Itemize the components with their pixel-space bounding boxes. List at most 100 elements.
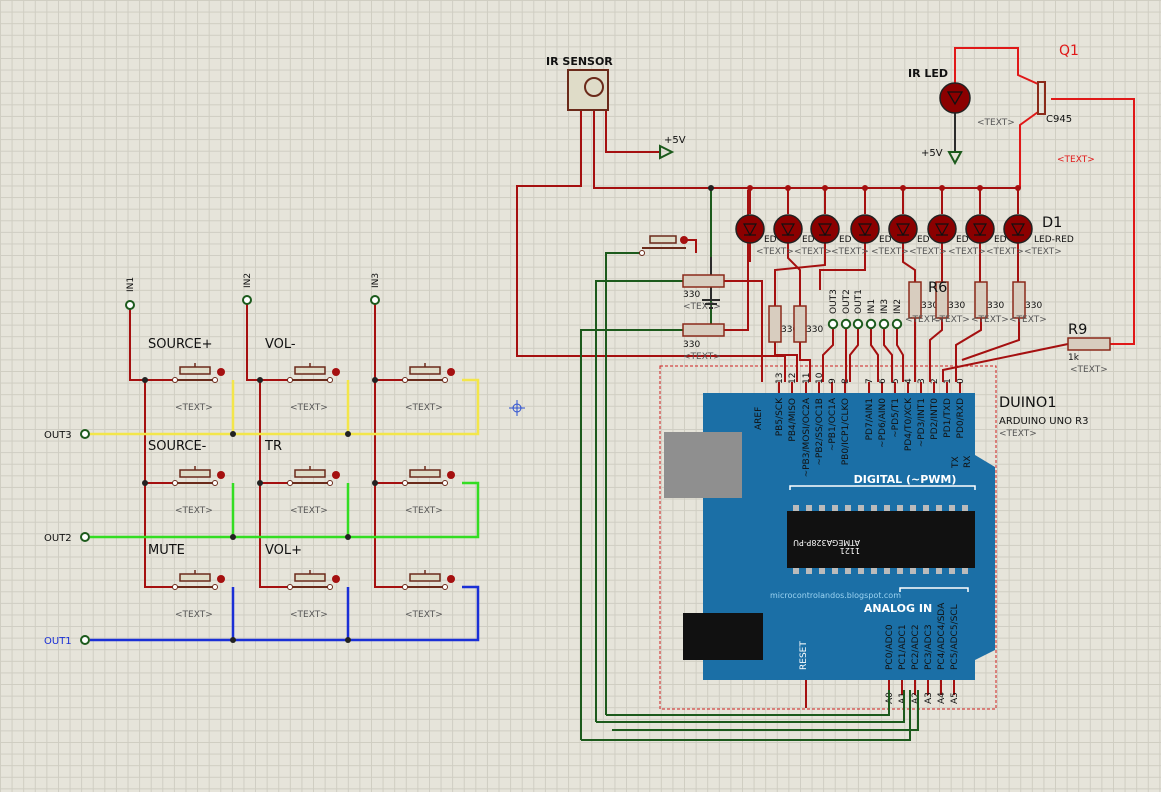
chip-pins xyxy=(793,505,968,574)
digital-bracket xyxy=(789,485,976,490)
keypad-button-3[interactable]: <TEXT> xyxy=(402,363,456,413)
ir-led-to-q1 xyxy=(954,47,1039,85)
keypad-button-8-text: <TEXT> xyxy=(290,610,328,620)
keypad-button-1-text: <TEXT> xyxy=(175,403,213,413)
digital-pin-9-number: 9 xyxy=(828,378,838,384)
analog-pin-A4-name: PC4/ADC4/SDA xyxy=(937,602,947,670)
led-d6-fragment: ED xyxy=(956,235,969,245)
terminal-out1[interactable] xyxy=(80,635,90,645)
digital-pin-3-number: 3 xyxy=(917,378,927,384)
keypad-button-1[interactable]: <TEXT> xyxy=(172,363,226,413)
led-d4-fragment: ED xyxy=(879,235,892,245)
terminal-in3[interactable] xyxy=(370,295,380,305)
keypad-col-in3 xyxy=(374,300,405,588)
analog-bracket xyxy=(899,587,969,592)
digital-pin-4-number: 4 xyxy=(904,378,914,384)
header-point-out2[interactable] xyxy=(840,318,852,330)
led-d4: ED <TEXT> xyxy=(850,185,909,257)
ir-led-body xyxy=(939,82,971,114)
digital-pin-12-number: 12 xyxy=(788,373,798,384)
header-point-out3[interactable] xyxy=(827,318,839,330)
keypad-button-7-text: <TEXT> xyxy=(175,610,213,620)
reset-label: RESET xyxy=(799,641,809,670)
led-d6: ED <TEXT> xyxy=(927,185,986,257)
keypad-junctions xyxy=(142,185,714,643)
keypad-button-9[interactable]: <TEXT> xyxy=(402,570,456,620)
header-label-out1: OUT1 xyxy=(854,289,864,314)
r-330-b-left xyxy=(580,329,683,740)
keypad-button-5-text: <TEXT> xyxy=(290,506,328,516)
analog-pin-A3-name: PC3/ADC3 xyxy=(924,624,934,670)
keypad-button-7[interactable]: <TEXT> xyxy=(172,570,226,620)
led-d2: ED<TEXT> xyxy=(773,185,832,257)
ir-sensor-supply-wire xyxy=(605,110,660,153)
digital-pin-13-name: PB5/SCK xyxy=(775,397,785,436)
terminal-out2[interactable] xyxy=(80,532,90,542)
header-point-in3[interactable] xyxy=(878,318,890,330)
label-out3: OUT3 xyxy=(44,430,72,441)
ground-symbol xyxy=(702,299,720,309)
terminal-in2[interactable] xyxy=(242,295,252,305)
out1-wire xyxy=(849,325,859,382)
digital-pin-2-number: 2 xyxy=(930,378,940,384)
led-bank-part: LED-RED xyxy=(1034,235,1074,245)
ir-sensor-supply-arrow xyxy=(659,144,675,160)
analog-pin-A2-name: PC2/ADC2 xyxy=(911,624,921,670)
analog-pin-labels: A0PC0/ADC0A1PC1/ADC1A2PC2/ADC2A3PC3/ADC3… xyxy=(885,602,960,704)
r9-value: 1k xyxy=(1068,353,1080,363)
arduino-board: ATMEGA328P-PU 1121 DIGITAL (~PWM) ANALOG… xyxy=(659,365,1088,710)
led-d3-fragment: ED xyxy=(839,235,852,245)
header-point-in2[interactable] xyxy=(891,318,903,330)
analog-header: ANALOG IN xyxy=(864,602,932,615)
push-button-main[interactable] xyxy=(639,235,689,256)
led-d5-text: <TEXT> xyxy=(909,247,947,257)
keypad-button-2-text: <TEXT> xyxy=(290,403,328,413)
r-330-a-right xyxy=(724,280,763,382)
r9-left-wire xyxy=(942,343,1069,382)
digital-pin-1-name: PD1/TXD xyxy=(943,398,953,438)
led-d7-text: <TEXT> xyxy=(986,247,1024,257)
led-drop-4 xyxy=(819,243,866,290)
keypad-button-5[interactable]: <TEXT> xyxy=(287,466,341,516)
digital-pin-7-number: 7 xyxy=(865,378,875,384)
header-label-in3: IN3 xyxy=(880,299,890,314)
ir-sensor-label: IR SENSOR xyxy=(546,55,613,68)
keypad-button-2[interactable]: <TEXT> xyxy=(287,363,341,413)
header-label-in2: IN2 xyxy=(893,299,903,314)
led-d6-text: <TEXT> xyxy=(948,247,986,257)
resistor-330-b xyxy=(682,323,725,337)
resistor-r3-text: <TEXT> xyxy=(932,315,970,325)
q1-emitter xyxy=(1019,111,1039,188)
label-out1: OUT1 xyxy=(44,636,72,647)
header-point-in1[interactable] xyxy=(865,318,877,330)
digital-pin-4-name: PD4/T0/XCK xyxy=(904,397,914,451)
a1b-wire xyxy=(581,690,911,741)
resistor-r13-value: 330 xyxy=(781,325,798,335)
label-in3: IN3 xyxy=(371,273,381,288)
keypad-button-6[interactable]: <TEXT> xyxy=(402,466,456,516)
digital-pin-6-number: 6 xyxy=(878,378,888,384)
keypad-buttons: <TEXT> <TEXT> <TEXT> <TEXT> <TEXT> <TEXT> <TEX… xyxy=(172,363,456,620)
button-a-wire xyxy=(605,252,642,715)
keypad-button-8[interactable]: <TEXT> xyxy=(287,570,341,620)
led-d1-fragment: ED xyxy=(764,235,777,245)
resistor-330-a xyxy=(682,274,725,288)
resistor-330-b-value: 330 xyxy=(683,340,700,350)
terminal-out3[interactable] xyxy=(80,429,90,439)
keypad-button-3-text: <TEXT> xyxy=(405,403,443,413)
analog-pin-A5-name: PC5/ADC5/SCL xyxy=(950,604,960,670)
keypad-button-4[interactable]: <TEXT> xyxy=(172,466,226,516)
a2-wire xyxy=(612,690,919,731)
led-d4-text: <TEXT> xyxy=(871,247,909,257)
analog-pin-A4-number: A4 xyxy=(937,692,947,704)
label-in2: IN2 xyxy=(243,273,253,288)
terminal-in1[interactable] xyxy=(125,300,135,310)
led-d2-fragment: ED xyxy=(802,235,815,245)
resistor-r2: 330<TEXT> xyxy=(971,281,1009,325)
header-point-out1[interactable] xyxy=(852,318,864,330)
r9-text: <TEXT> xyxy=(1070,365,1108,375)
led-drop-5 xyxy=(902,243,916,282)
digital-pin-5-name: ~PD5/T1 xyxy=(891,398,901,438)
header-label-out2: OUT2 xyxy=(842,289,852,314)
analog-pin-A2-number: A2 xyxy=(911,692,921,704)
